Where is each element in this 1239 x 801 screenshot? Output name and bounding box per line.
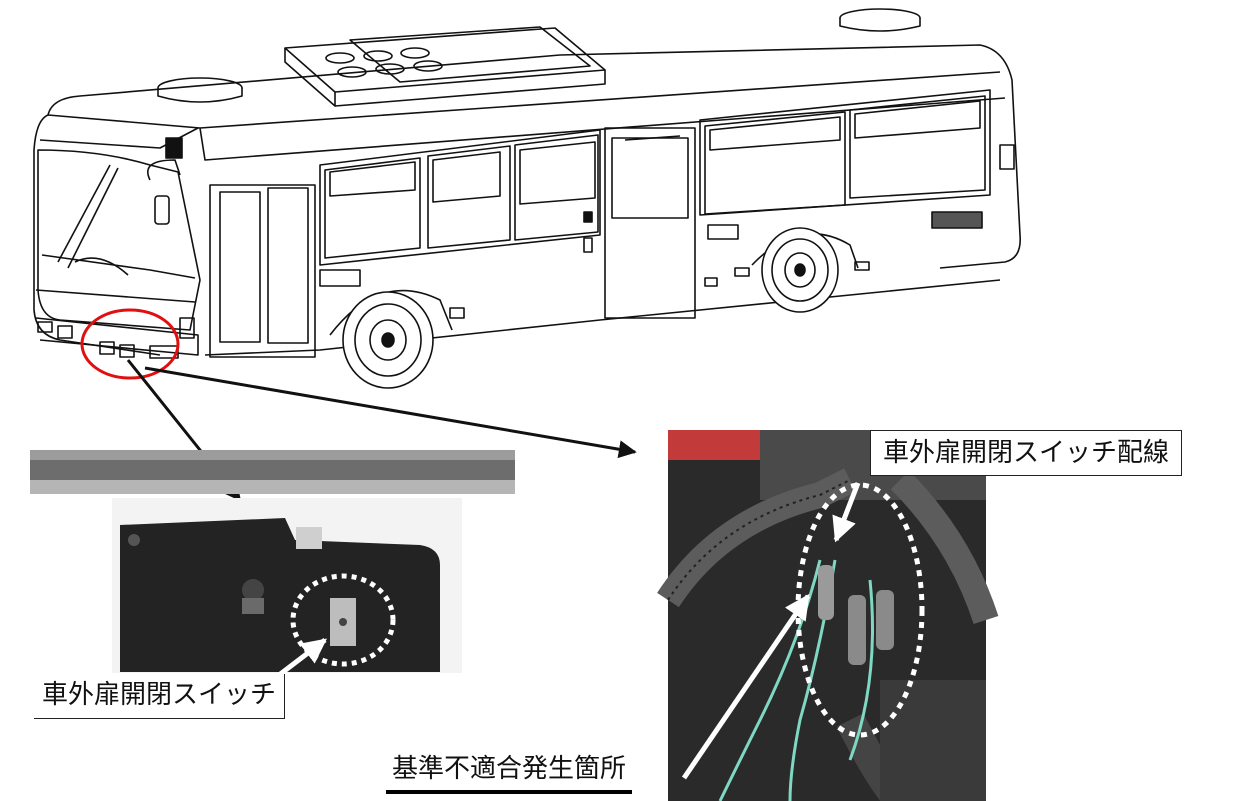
switch-dotted-circle bbox=[290, 573, 396, 667]
fault-callout-arrow bbox=[681, 593, 811, 780]
wiring-callout-arrow bbox=[832, 482, 861, 543]
highlight-circle bbox=[80, 308, 180, 380]
switch-photo bbox=[30, 450, 515, 690]
wheelchair-icon bbox=[165, 137, 183, 159]
bus-illustration bbox=[33, 8, 1022, 389]
arrow-to-wiring-photo bbox=[144, 366, 637, 459]
wiring-photo bbox=[657, 430, 999, 801]
switch-label: 車外扉開閉スイッチ bbox=[34, 674, 286, 719]
fault-location-label: 基準不適合発生箇所 bbox=[386, 752, 633, 794]
wiring-label: 車外扉開閉スイッチ配線 bbox=[870, 430, 1183, 476]
wheelchair-icon bbox=[583, 211, 593, 223]
